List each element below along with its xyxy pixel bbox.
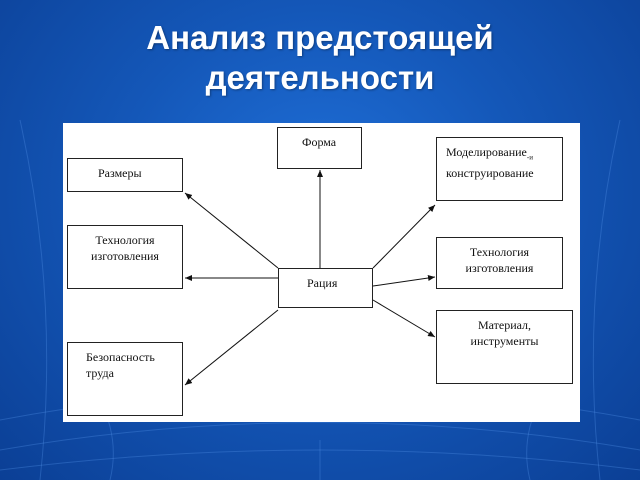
- arrow-to-sizes: [184, 192, 279, 269]
- box-tech-left-line1: Технология: [95, 233, 155, 247]
- diagram-canvas: Форма Размеры Технология изготовления Бе…: [63, 123, 580, 422]
- box-material-line1: Материал,: [477, 318, 532, 332]
- box-safety-line2: труда: [86, 366, 114, 380]
- box-tech-left: Технология изготовления: [67, 225, 183, 289]
- arrow-to-safety: [184, 309, 279, 386]
- box-forma: Форма: [277, 127, 362, 169]
- arrow-to-material: [372, 299, 436, 338]
- box-safety: Безопасность труда: [67, 342, 183, 416]
- box-modeling: Моделирование-и конструирование: [436, 137, 563, 201]
- box-tech-left-line2: изготовления: [91, 249, 159, 263]
- box-tech-right-line1: Технология: [469, 245, 530, 259]
- slide-title: Анализ предстоящей деятельности: [0, 18, 640, 98]
- box-material-line2: инструменты: [470, 334, 539, 348]
- box-center-label: Рация: [307, 276, 338, 290]
- arrow-to-tech-right: [372, 275, 436, 287]
- box-modeling-line1: Моделирование-и: [446, 144, 562, 165]
- box-modeling-mark: -и: [526, 153, 533, 162]
- box-material: Материал, инструменты: [436, 310, 573, 384]
- box-center-ratsiya: Рация: [278, 268, 373, 308]
- box-tech-right: Технология изготовления: [436, 237, 563, 289]
- box-modeling-line2: конструирование: [446, 166, 534, 181]
- title-line-1: Анализ предстоящей: [146, 19, 494, 56]
- title-line-2: деятельности: [205, 59, 435, 96]
- arrow-to-modeling: [372, 204, 436, 269]
- box-modeling-line1-text: Моделирование: [446, 145, 527, 159]
- box-forma-label: Форма: [302, 135, 337, 149]
- arrows-layer: [184, 170, 436, 386]
- box-sizes-label: Размеры: [98, 166, 142, 180]
- box-safety-line1: Безопасность: [86, 350, 155, 364]
- box-sizes: Размеры: [67, 158, 183, 192]
- box-tech-right-line2: изготовления: [465, 261, 534, 275]
